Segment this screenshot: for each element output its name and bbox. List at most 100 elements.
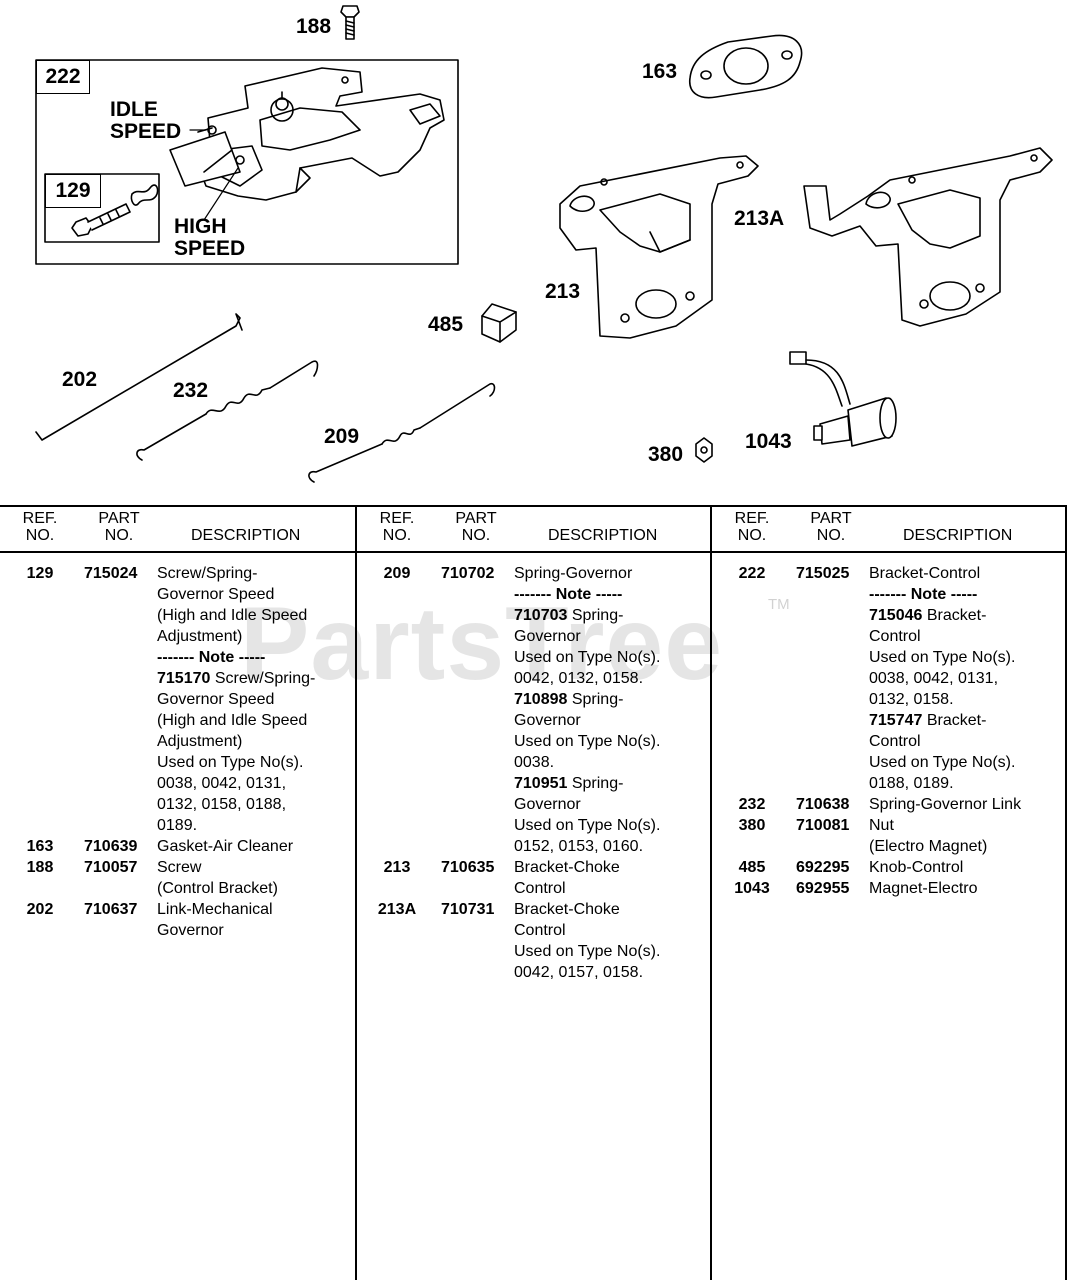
description-line: (High and Idle Speed	[157, 712, 308, 729]
description-line: Bracket-Choke	[514, 859, 620, 876]
header-ref: REF.NO.	[734, 510, 770, 544]
description-line: 0189.	[157, 817, 198, 834]
description-line: Governor Speed	[157, 691, 275, 708]
description-line: 715046 Bracket-	[869, 607, 987, 624]
description-line: Used on Type No(s).	[157, 754, 304, 771]
ref-number: 213	[383, 859, 411, 876]
link-202-icon	[35, 313, 243, 441]
description-line: 0042, 0157, 0158.	[514, 964, 644, 981]
description-line: Adjustment)	[157, 733, 243, 750]
description-line: Used on Type No(s).	[869, 649, 1016, 666]
part-number: 710635	[441, 859, 495, 876]
description-line: Used on Type No(s).	[514, 733, 661, 750]
description-line: Used on Type No(s).	[869, 754, 1016, 771]
bracket-213-icon	[559, 155, 759, 339]
description-line: 0132, 0158.	[869, 691, 954, 708]
description-line: Control	[869, 628, 921, 645]
high-label-line2: SPEED	[174, 237, 246, 260]
ref-number: 202	[26, 901, 54, 918]
description-line: Spring-Governor	[514, 565, 633, 582]
note-line: ------- Note -----	[869, 586, 978, 603]
description: Spring-Governor ------- Note ----- 710703 …	[514, 563, 709, 857]
description-line: Link-Mechanical	[157, 901, 273, 918]
ref-number: 1043	[734, 880, 770, 897]
part-number: 715025	[796, 565, 850, 582]
callout-213: 213	[545, 280, 581, 303]
alt-part-number: 710951	[514, 775, 568, 792]
description-line: Governor	[514, 712, 581, 729]
alt-part-number: 710898	[514, 691, 568, 708]
description-line: 0038, 0042, 0131,	[869, 670, 999, 687]
high-label-line1: HIGH	[174, 215, 227, 238]
alt-part-number: 710703	[514, 607, 568, 624]
description-line: Control	[869, 733, 921, 750]
ref-number: 213A	[377, 901, 417, 918]
alt-part-number: 715747	[869, 712, 923, 729]
description-line: Used on Type No(s).	[514, 943, 661, 960]
watermark-tm: TM	[768, 596, 790, 613]
description-line: 710703 Spring-	[514, 607, 624, 624]
callout-209: 209	[324, 425, 360, 448]
description-line: Spring-Governor Link	[869, 796, 1022, 813]
parts-illustration	[35, 5, 1053, 483]
part-number: 710639	[84, 838, 138, 855]
description-line: 0152, 0153, 0160.	[514, 838, 644, 855]
description-line: Used on Type No(s).	[514, 649, 661, 666]
ref-number: 485	[738, 859, 766, 876]
description-line: 0038.	[514, 754, 555, 771]
callout-202: 202	[62, 368, 98, 391]
description: Spring-Governor Link	[869, 794, 1064, 815]
description-line: Control	[514, 880, 566, 897]
part-number: 692295	[796, 859, 850, 876]
description-line: 715170 Screw/Spring-	[157, 670, 316, 687]
callout-232: 232	[173, 379, 209, 402]
part-number: 710081	[796, 817, 850, 834]
part-number: 715024	[84, 565, 138, 582]
callout-380: 380	[648, 443, 684, 466]
inset-number-129: 129	[45, 174, 101, 208]
electro-magnet-1043-icon	[789, 351, 897, 447]
parts-diagram: 188 163 213A 213 485 202 232 209 380 104…	[0, 0, 1067, 500]
description-line: Gasket-Air Cleaner	[157, 838, 294, 855]
callout-485: 485	[428, 313, 464, 336]
callout-188: 188	[296, 15, 332, 38]
description-line: Governor Speed	[157, 586, 275, 603]
ref-number: 380	[738, 817, 766, 834]
part-number: 710638	[796, 796, 850, 813]
description-line: (High and Idle Speed	[157, 607, 308, 624]
alt-part-number: 715170	[157, 670, 211, 687]
description: Knob-Control	[869, 857, 1064, 878]
inset-frame-222	[35, 59, 459, 265]
description-line: 710951 Spring-	[514, 775, 624, 792]
description-line: (Electro Magnet)	[869, 838, 988, 855]
description: Gasket-Air Cleaner	[157, 836, 352, 857]
part-number: 710057	[84, 859, 138, 876]
part-number: 710731	[441, 901, 495, 918]
description-line: Bracket-Control	[869, 565, 981, 582]
bolt-188-icon	[340, 5, 360, 40]
description-line: Control	[514, 922, 566, 939]
description-line: Knob-Control	[869, 859, 964, 876]
part-number: 710637	[84, 901, 138, 918]
inset-number-222: 222	[36, 60, 90, 94]
ref-number: 188	[26, 859, 54, 876]
description-line: (Control Bracket)	[157, 880, 278, 897]
description-line: 0132, 0158, 0188,	[157, 796, 287, 813]
note-line: ------- Note -----	[514, 586, 623, 603]
part-number: 710702	[441, 565, 495, 582]
header-ref: REF.NO.	[379, 510, 415, 544]
description-line: Screw	[157, 859, 202, 876]
description: Nut(Electro Magnet)	[869, 815, 1064, 857]
description-line: Magnet-Electro	[869, 880, 978, 897]
idle-label-line1: IDLE	[110, 98, 158, 121]
idle-label-line2: SPEED	[110, 120, 182, 143]
description-line: 710898 Spring-	[514, 691, 624, 708]
description-line: Governor	[157, 922, 224, 939]
